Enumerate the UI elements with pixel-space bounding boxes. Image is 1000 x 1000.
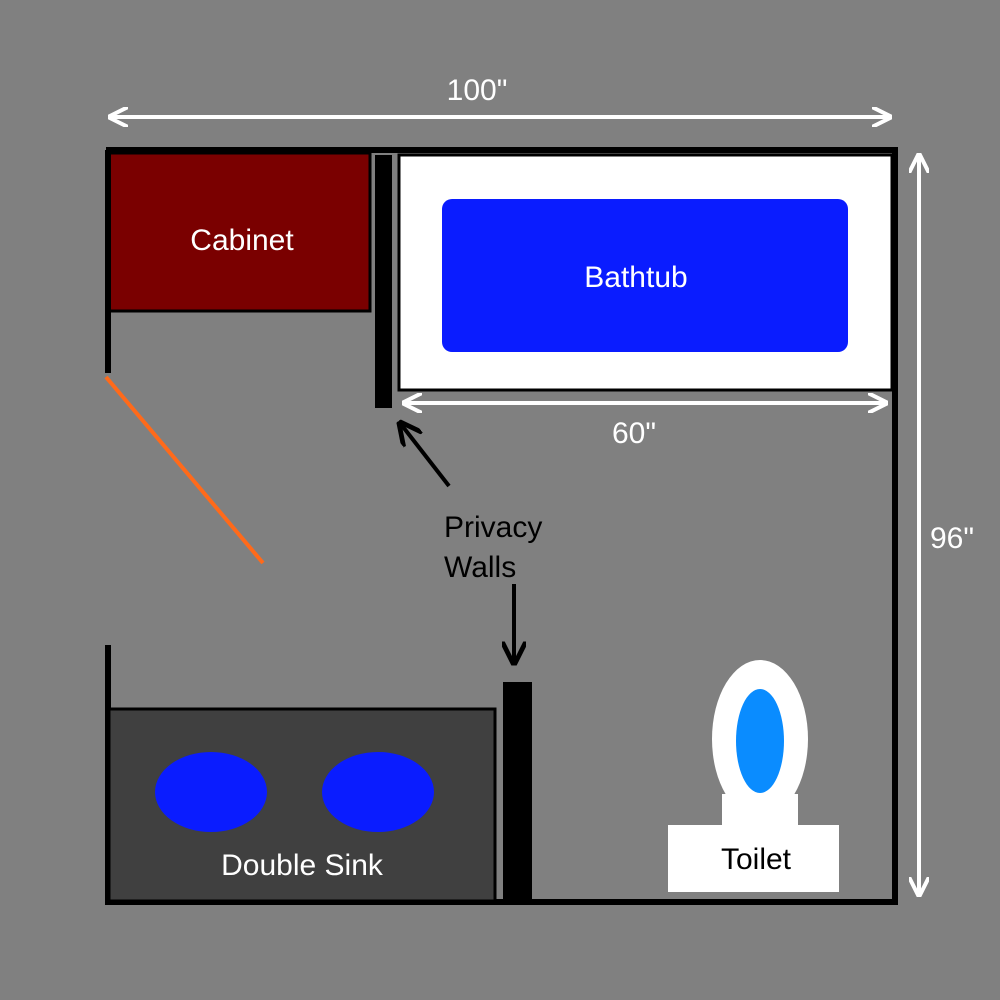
cabinet-label: Cabinet	[190, 224, 294, 257]
sink-basin-right	[322, 752, 434, 832]
depth-dimension-label: 96"	[930, 522, 974, 555]
toilet-tank	[668, 825, 839, 892]
bathtub	[442, 199, 848, 352]
privacy-wall-lower	[503, 682, 532, 904]
privacy-wall-upper	[375, 155, 392, 408]
sink-basin-left	[155, 752, 267, 832]
privacy-walls-label-line2: Walls	[444, 551, 516, 584]
tub-length-dimension-label: 60"	[612, 417, 656, 450]
cabinet	[106, 151, 372, 313]
bathtub-label: Bathtub	[584, 261, 687, 294]
width-dimension-label: 100"	[447, 74, 508, 107]
door-swing	[104, 375, 265, 565]
privacy-walls-label-line1: Privacy	[444, 511, 542, 544]
toilet-label: Toilet	[721, 843, 792, 876]
toilet-bowl	[736, 689, 784, 793]
privacy-walls-arrow-upper	[400, 423, 451, 488]
double-sink-label: Double Sink	[221, 849, 384, 882]
